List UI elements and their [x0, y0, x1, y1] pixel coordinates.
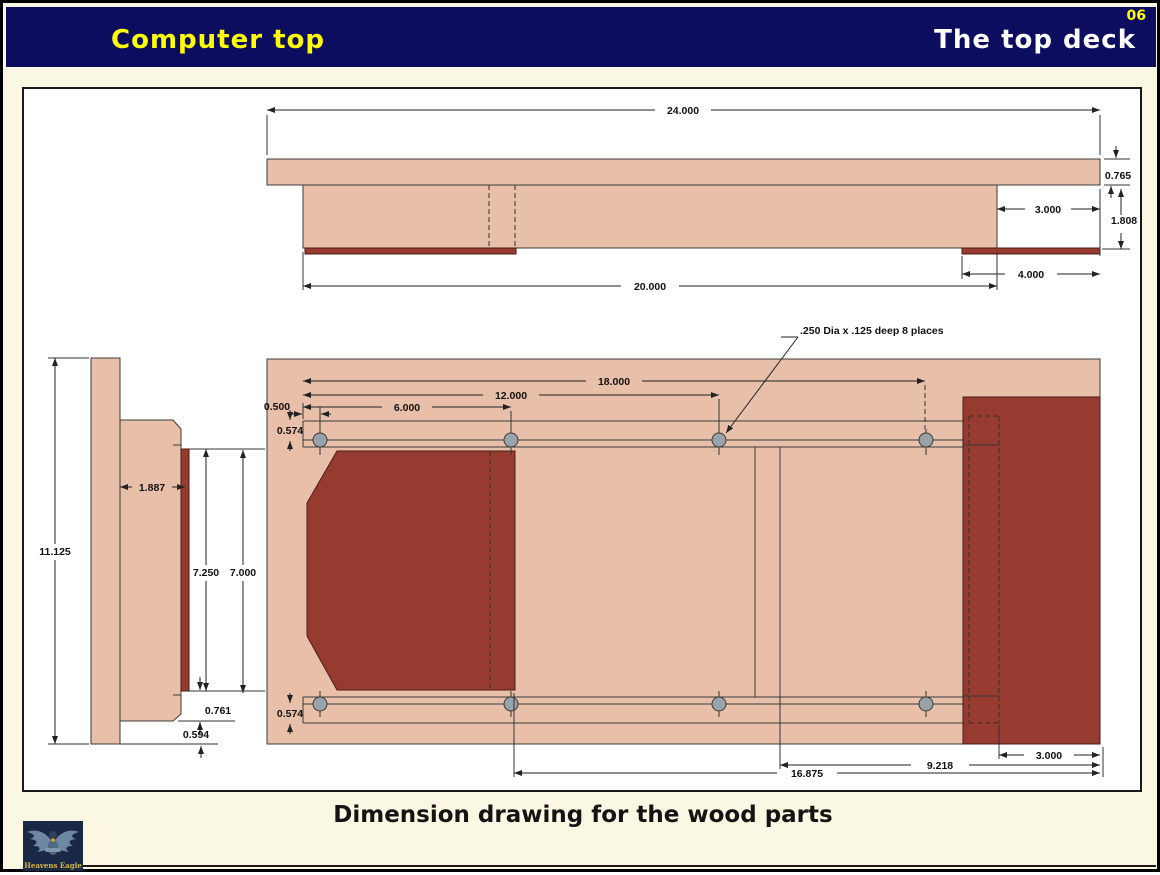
- hole: [918, 696, 934, 712]
- slide-subtitle: The top deck: [934, 25, 1136, 55]
- dim-rail-span: 7.000: [230, 567, 256, 579]
- heavens-eagle-logo: Heavens Eagle: [23, 821, 83, 871]
- dim-hole-span-mid: 12.000: [495, 390, 527, 402]
- top-view-dimensions: 24.000 0.765 3.000 1.808 4.000: [266, 105, 1137, 293]
- dim-hole-inset-top: 0.574: [277, 425, 303, 437]
- dim-runner-length: 4.000: [1018, 269, 1044, 281]
- dim-brace-offset: 9.218: [927, 760, 953, 772]
- dim-hole-edge-offset: 0.500: [264, 401, 290, 413]
- deck-edge-board: [90, 357, 121, 745]
- hole: [711, 696, 727, 712]
- right-runner-side: [961, 247, 1101, 255]
- slide-title: Computer top: [111, 25, 325, 55]
- footer-rule: [73, 865, 1156, 867]
- dim-gap-bottom: 0.761: [205, 705, 231, 717]
- dim-overall-height: 11.125: [39, 546, 71, 558]
- eagle-icon: [23, 821, 83, 871]
- page-number: 06: [1126, 8, 1146, 24]
- hole: [312, 432, 328, 448]
- top-deck-board-side: [266, 158, 1101, 186]
- right-panel-plan: [962, 396, 1101, 745]
- plan-view-dimensions: 18.000 12.000 6.000 0.500 0.574 0.574 .2…: [264, 325, 1104, 780]
- computer-footprint: [306, 450, 516, 691]
- dim-top-thickness: 0.765: [1105, 170, 1131, 182]
- end-view: [90, 357, 190, 745]
- lower-frame-board-side: [302, 184, 998, 249]
- plan-view: [266, 358, 1101, 745]
- hole: [503, 696, 519, 712]
- dimension-drawing: 24.000 0.765 3.000 1.808 4.000: [22, 87, 1142, 792]
- dim-block-width: 1.887: [139, 482, 165, 494]
- hole: [312, 696, 328, 712]
- hole-note: .250 Dia x .125 deep 8 places: [800, 325, 944, 337]
- hole: [503, 432, 519, 448]
- dim-hole-span-first: 6.000: [394, 402, 420, 414]
- dim-hole-span-outer: 18.000: [598, 376, 630, 388]
- dowel-holes: [312, 399, 934, 717]
- dim-lower-height: 1.808: [1111, 215, 1137, 227]
- frame-block-end: [119, 419, 182, 722]
- dim-right-offset: 3.000: [1035, 204, 1061, 216]
- header-bar: Computer top The top deck 06: [6, 7, 1156, 67]
- slide-caption: Dimension drawing for the wood parts: [333, 802, 833, 828]
- dim-right-panel-width: 3.000: [1036, 750, 1062, 762]
- dim-hole-inset-bottom: 0.574: [277, 708, 303, 720]
- dim-lower-length: 20.000: [634, 281, 666, 293]
- side-strip-end: [180, 448, 190, 692]
- left-runner-side: [304, 247, 517, 255]
- top-view: [266, 158, 1101, 255]
- end-view-dimensions: 11.125 1.887 7.250 7.000 0.761 0.594: [39, 357, 265, 758]
- dim-overall-length: 24.000: [667, 105, 699, 117]
- dim-footprint-offset: 16.875: [791, 768, 823, 780]
- logo-text: Heavens Eagle: [24, 861, 82, 870]
- hole: [918, 432, 934, 448]
- dim-edge-bottom: 0.594: [183, 729, 209, 741]
- dim-strip-height: 7.250: [193, 567, 219, 579]
- hole: [711, 432, 727, 448]
